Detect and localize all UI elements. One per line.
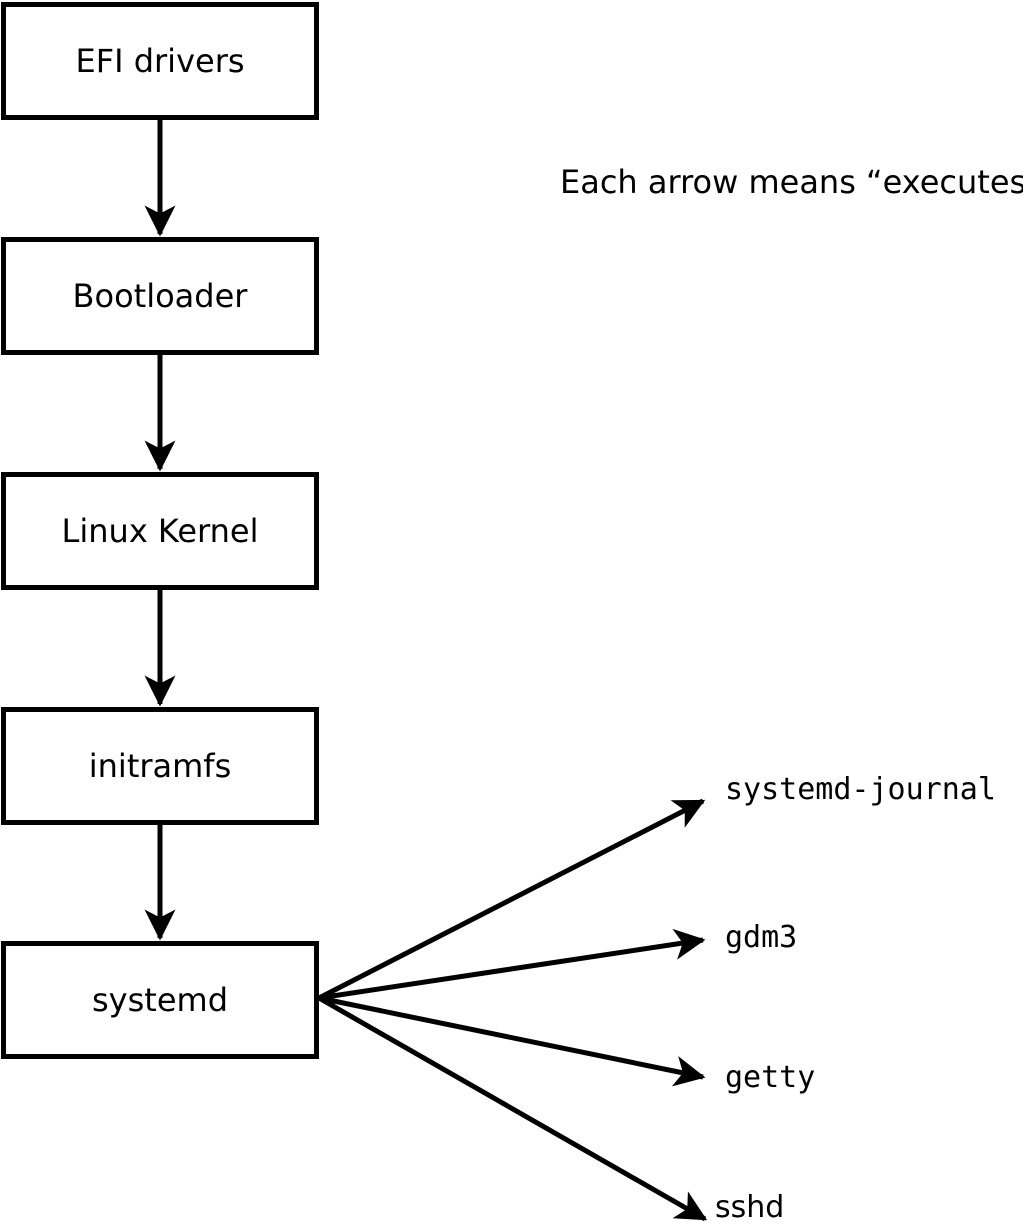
service-label-systemd-journal: systemd-journal [725, 772, 996, 807]
flow-box-bootloader: Bootloader [1, 237, 319, 355]
legend-note: Each arrow means “executes”. [560, 163, 1023, 201]
service-label-gdm3: gdm3 [725, 920, 798, 955]
flow-box-efi-drivers: EFI drivers [1, 2, 319, 120]
flow-box-label: Bootloader [72, 277, 248, 315]
arrow-systemd-to-getty [318, 995, 706, 1087]
service-label-getty: getty [725, 1060, 816, 1095]
arrow-systemd-to-sshd [317, 995, 708, 1222]
flow-box-label: Linux Kernel [61, 512, 259, 550]
flow-box-label: systemd [92, 981, 228, 1019]
flow-box-label: initramfs [88, 747, 232, 785]
arrow-systemd-to-gdm3 [318, 928, 706, 1001]
service-label-sshd: sshd [715, 1190, 785, 1225]
flow-box-systemd: systemd [1, 941, 319, 1059]
arrow-systemd-to-journal [317, 798, 706, 1001]
flow-box-initramfs: initramfs [1, 707, 319, 825]
flow-box-linux-kernel: Linux Kernel [1, 472, 319, 590]
flow-box-label: EFI drivers [75, 42, 245, 80]
